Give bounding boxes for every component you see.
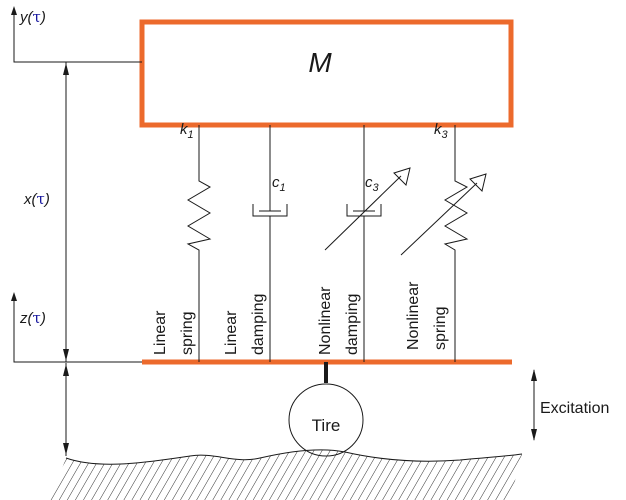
tire-label: Tire bbox=[312, 416, 341, 435]
excitation-arrow bbox=[531, 369, 537, 441]
arrow-up-icon bbox=[531, 369, 537, 381]
svg-text:Linear: Linear bbox=[152, 310, 169, 355]
svg-text:Nonlinear: Nonlinear bbox=[405, 281, 422, 350]
z-reference bbox=[11, 292, 142, 363]
arrow-down-icon bbox=[63, 349, 69, 361]
svg-text:damping: damping bbox=[344, 294, 361, 355]
y-arrow-icon bbox=[11, 6, 17, 15]
arrow-down-icon bbox=[63, 443, 69, 455]
tire-dimension-line bbox=[63, 363, 69, 456]
arrow-down-icon bbox=[531, 429, 537, 441]
z-arrow-icon bbox=[11, 292, 17, 301]
k3-label: k3 bbox=[434, 121, 449, 141]
svg-text:spring: spring bbox=[179, 311, 196, 355]
y-tau-label: y(τ) bbox=[19, 8, 46, 26]
c3-label: c3 bbox=[365, 174, 380, 194]
arrow-up-icon bbox=[63, 63, 69, 75]
mass-block bbox=[139, 19, 514, 128]
x-tau-label: x(τ) bbox=[23, 190, 50, 208]
y-reference bbox=[11, 6, 142, 63]
k1-label: k1 bbox=[180, 121, 194, 141]
svg-text:damping: damping bbox=[250, 294, 267, 355]
z-tau-label: z(τ) bbox=[19, 309, 46, 327]
label-linear-damping: Linear damping bbox=[223, 294, 267, 355]
excitation-label: Excitation bbox=[540, 400, 609, 417]
tire-circle bbox=[288, 383, 364, 457]
svg-text:spring: spring bbox=[432, 306, 449, 350]
label-nonlinear-damping: Nonlinear damping bbox=[317, 286, 361, 355]
svg-text:Nonlinear: Nonlinear bbox=[317, 286, 334, 355]
svg-text:Linear: Linear bbox=[223, 310, 240, 355]
c1-label: c1 bbox=[272, 174, 286, 194]
arrow-up-icon bbox=[63, 364, 69, 376]
nonlinear-damper bbox=[324, 125, 411, 362]
variable-arrow-icon bbox=[469, 173, 487, 192]
label-nonlinear-spring: Nonlinear spring bbox=[405, 281, 449, 350]
linear-damper bbox=[252, 125, 288, 362]
x-dimension-line bbox=[63, 62, 69, 362]
label-linear-spring: Linear spring bbox=[152, 310, 196, 355]
linear-spring bbox=[186, 125, 212, 362]
nonlinear-spring bbox=[400, 125, 487, 362]
variable-arrow-icon bbox=[393, 167, 411, 186]
mass-label: M bbox=[308, 47, 332, 78]
road-ground bbox=[50, 449, 523, 500]
